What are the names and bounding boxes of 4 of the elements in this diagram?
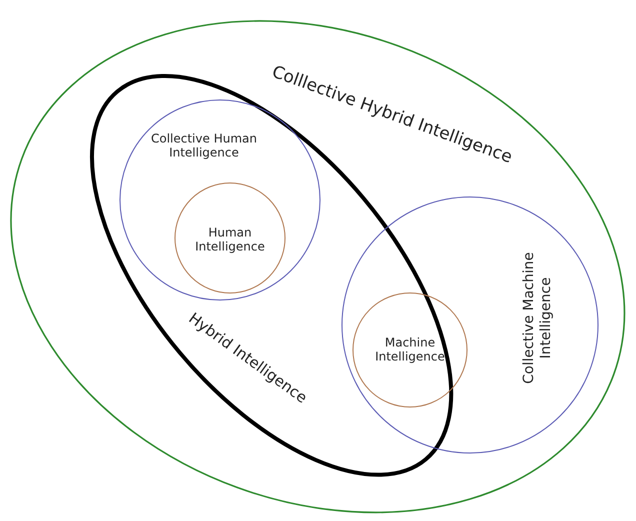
set-label: Machine Intelligence xyxy=(374,336,446,364)
set-label: Collective Human Intelligence xyxy=(150,132,258,160)
set-label: Human Intelligence xyxy=(194,226,266,254)
set-label: Collective Machine Intelligence xyxy=(521,251,555,386)
